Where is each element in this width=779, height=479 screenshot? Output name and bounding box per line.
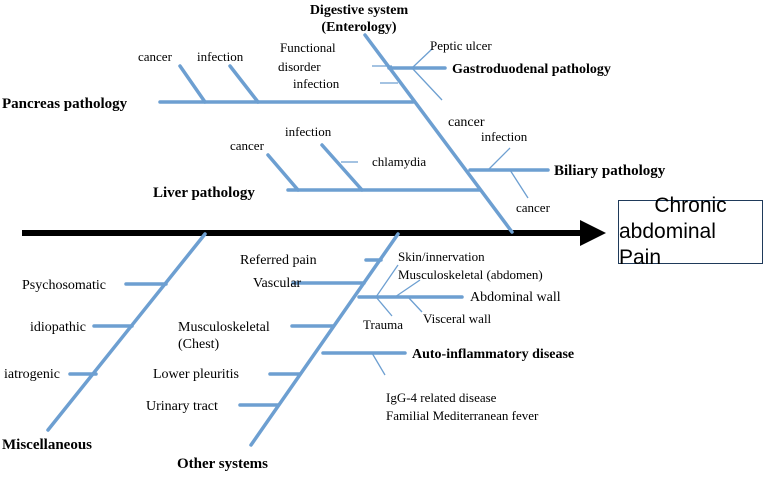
other-cause-vascular: Vascular xyxy=(253,276,302,291)
gastro-cause-bone-peptic xyxy=(411,48,433,69)
abdominal-cause-skin: Skin/innervation xyxy=(398,249,485,264)
other-cause-referred-pain: Referred pain xyxy=(240,253,317,268)
liver-cause-bone-infection xyxy=(320,143,364,192)
pancreas-cause-cancer: cancer xyxy=(138,49,173,64)
other-cause-musculoskeletal: Musculoskeletal xyxy=(178,320,270,335)
pancreas-cause-infection: infection xyxy=(197,49,244,64)
other-label: Other systems xyxy=(177,456,268,472)
gastro-cause-disorder: disorder xyxy=(278,59,321,74)
abdominal-cause-trauma: Trauma xyxy=(363,317,403,332)
liver-cause-cancer: cancer xyxy=(230,138,265,153)
outcome-line-1: Chronic xyxy=(654,194,727,217)
liver-label: Liver pathology xyxy=(153,185,255,201)
abdominal-cause-bone-visceral xyxy=(407,296,423,313)
liver-cause-infection: infection xyxy=(285,124,332,139)
gastro-cause-peptic-ulcer: Peptic ulcer xyxy=(430,38,492,53)
spine-arrowhead xyxy=(580,220,606,246)
abdominal-cause-bone-trauma xyxy=(375,296,393,317)
misc-main-bone xyxy=(46,232,207,432)
outcome-line-2: abdominal Pain xyxy=(619,220,716,269)
autoinflammatory-cause-fmf: Familial Mediterranean fever xyxy=(386,408,539,423)
other-cause-chest: (Chest) xyxy=(178,337,220,352)
biliary-label: Biliary pathology xyxy=(554,163,666,179)
biliary-cause-bone-cancer xyxy=(509,169,529,199)
misc-label: Miscellaneous xyxy=(2,437,92,453)
abdominal-wall-label: Abdominal wall xyxy=(470,290,561,305)
gastro-cause-infection: infection xyxy=(293,76,340,91)
abdominal-cause-visceral: Visceral wall xyxy=(423,311,492,326)
pancreas-cause-bone-cancer xyxy=(178,64,207,104)
digestive-subtitle: (Enterology) xyxy=(321,20,397,35)
autoinflammatory-label: Auto-inflammatory disease xyxy=(412,347,574,362)
bones xyxy=(46,33,550,447)
other-cause-urinary-tract: Urinary tract xyxy=(146,399,218,414)
other-main-bone xyxy=(249,232,400,447)
gastro-label: Gastroduodenal pathology xyxy=(452,62,611,77)
abdominal-cause-bone-skin xyxy=(375,264,399,298)
biliary-cause-cancer-top: cancer xyxy=(448,115,485,130)
gastro-cause-bone-functional xyxy=(411,67,443,101)
outcome-box: Chronic abdominal Pain xyxy=(618,194,763,269)
misc-cause-psychosomatic: Psychosomatic xyxy=(22,278,106,293)
thin-bones xyxy=(341,48,529,376)
abdominal-cause-musculoskeletal: Musculoskeletal (abdomen) xyxy=(398,267,543,282)
misc-cause-idiopathic: idiopathic xyxy=(30,320,86,335)
digestive-title: Digestive system xyxy=(310,3,409,18)
liver-cause-bone-cancer xyxy=(266,153,300,192)
pancreas-cause-bone-infection xyxy=(228,64,260,104)
biliary-cause-infection: infection xyxy=(481,129,528,144)
biliary-cause-cancer-bottom: cancer xyxy=(516,200,551,215)
pancreas-label: Pancreas pathology xyxy=(2,96,128,112)
autoinflammatory-cause-igg4: IgG-4 related disease xyxy=(386,390,497,405)
misc-cause-iatrogenic: iatrogenic xyxy=(4,367,60,382)
other-cause-lower-pleuritis: Lower pleuritis xyxy=(153,367,239,382)
liver-cause-chlamydia: chlamydia xyxy=(372,154,426,169)
gastro-cause-functional: Functional xyxy=(280,40,336,55)
biliary-cause-bone-infection xyxy=(487,147,511,171)
autoinflammatory-cause-bone-igg4 xyxy=(371,352,386,376)
abdominal-cause-bone-musculoskeletal xyxy=(394,279,421,298)
